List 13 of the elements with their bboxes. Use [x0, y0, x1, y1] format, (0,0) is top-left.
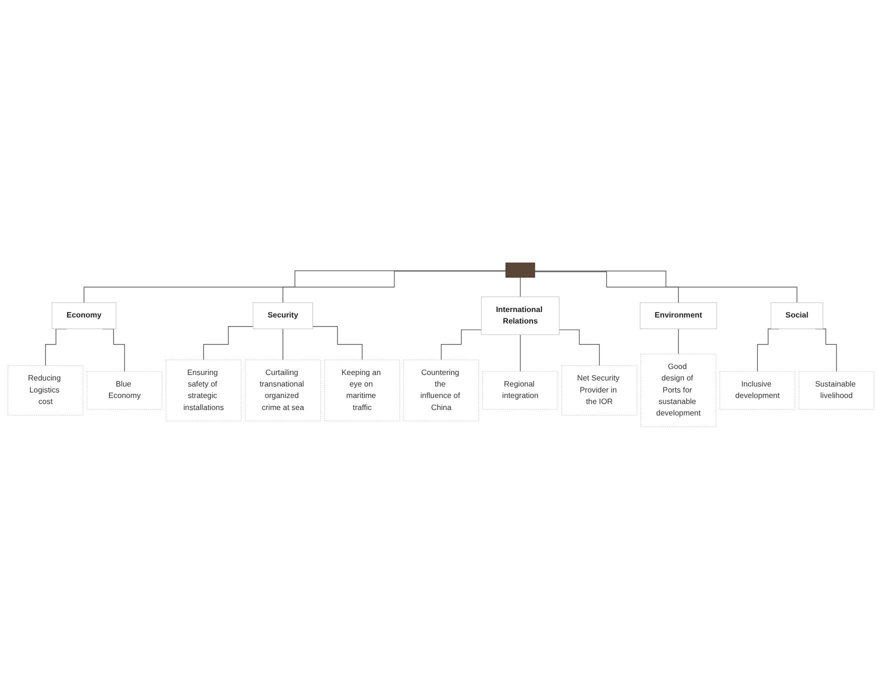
- connector: [534, 271, 679, 303]
- connector: [84, 270, 506, 303]
- connector: [203, 326, 254, 360]
- connector: [520, 334, 521, 372]
- connector: [312, 326, 363, 360]
- connector: [282, 270, 506, 303]
- connector: [440, 329, 482, 360]
- connector: [558, 329, 600, 366]
- connector: [520, 276, 521, 297]
- connector: [678, 328, 679, 354]
- connector: [534, 270, 798, 303]
- node-box: [506, 262, 536, 278]
- connector: [282, 328, 284, 360]
